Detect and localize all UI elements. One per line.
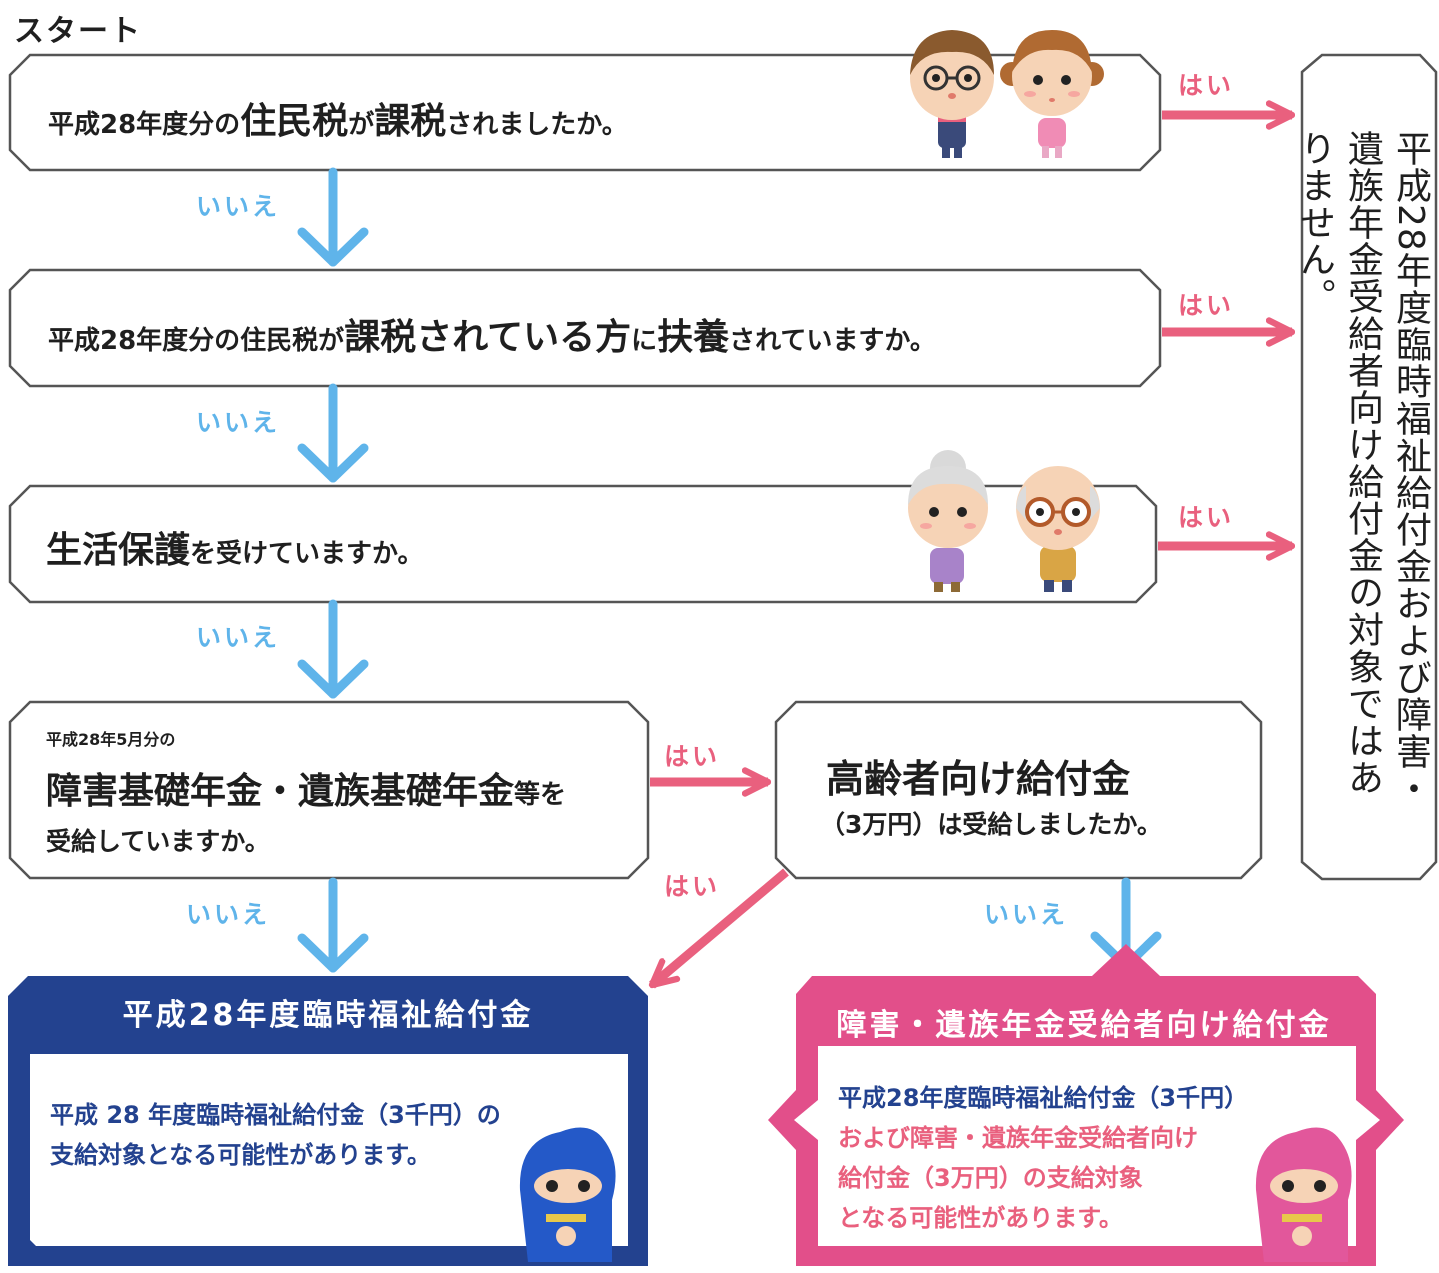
result-box-pink xyxy=(768,944,1404,1266)
q4-line3: 受給していますか。 xyxy=(46,827,270,856)
q4-line1: 平成28年5月分の xyxy=(46,730,176,749)
yes-label-1: はい xyxy=(1178,71,1235,100)
result-pink-title: 障害・遺族年金受給者向け給付金 xyxy=(836,1008,1332,1043)
ninja-blue-icon xyxy=(519,1127,616,1262)
q1-part-e: されましたか。 xyxy=(446,110,628,140)
q2-part-a: 平成28年度分の住民税が xyxy=(48,326,345,356)
result-pink-line3: 給付金（3万円）の支給対象 xyxy=(838,1164,1143,1192)
no-label-4: いいえ xyxy=(186,900,271,929)
q5-sub: （3万円）は受給しましたか。 xyxy=(820,810,1162,839)
question-1-text: 平成28年度分の住民税が課税されましたか。 xyxy=(48,92,628,144)
question-2-text: 平成28年度分の住民税が課税されている方に扶養されていますか。 xyxy=(48,308,936,360)
yes-arrow-5 xyxy=(652,868,789,989)
result-pink-body: 平成28年度臨時福祉給付金（3千円） および障害・遺族年金受給者向け 給付金（3… xyxy=(838,1078,1308,1238)
grandma-icon xyxy=(908,450,988,592)
question-4-text: 障害基礎年金・遺族基礎年金等を xyxy=(46,762,566,814)
q3-part-a: 生活保護 xyxy=(46,530,191,571)
q2-part-d: 扶養 xyxy=(657,317,730,358)
result-pink-line4: となる可能性があります。 xyxy=(838,1204,1123,1232)
q1-part-a: 平成28年度分の xyxy=(48,110,241,140)
q2-part-e: されていますか。 xyxy=(729,326,936,356)
no-label-1: いいえ xyxy=(196,192,281,221)
yes-label-3: はい xyxy=(1178,503,1235,532)
q1-part-d: 課税 xyxy=(374,101,447,142)
result-blue-line1: 平成 28 年度臨時福祉給付金（3千円）の xyxy=(50,1101,501,1129)
no-arrow-2 xyxy=(297,383,369,483)
not-eligible-text: 平成28年度臨時福祉給付金および障害・遺族年金受給者向け給付金の対象ではありませ… xyxy=(1294,130,1431,807)
boy-glasses-icon xyxy=(910,30,994,158)
no-label-2: いいえ xyxy=(196,408,281,437)
yes-label-4: はい xyxy=(664,742,721,771)
question-box-4 xyxy=(8,700,650,880)
question-box-5 xyxy=(774,700,1263,880)
q1-part-c: が xyxy=(348,110,375,140)
result-pink-line1: 平成28年度臨時福祉給付金（3千円） xyxy=(838,1084,1249,1112)
result-blue-body: 平成 28 年度臨時福祉給付金（3千円）の 支給対象となる可能性があります。 xyxy=(50,1095,590,1175)
result-pink-line2: および障害・遺族年金受給者向け xyxy=(838,1124,1198,1152)
yes-label-5: はい xyxy=(664,872,721,901)
q4-main: 障害基礎年金・遺族基礎年金 xyxy=(46,771,515,812)
no-label-3: いいえ xyxy=(196,623,281,652)
result-box-blue xyxy=(8,976,648,1266)
yes-label-2: はい xyxy=(1178,291,1235,320)
no-label-5: いいえ xyxy=(984,900,1069,929)
q4-suffix: 等を xyxy=(514,780,567,810)
ninja-pink-icon xyxy=(1255,1127,1352,1262)
no-arrow-1 xyxy=(297,167,369,267)
start-label: スタート xyxy=(14,14,142,49)
question-3-text: 生活保護を受けていますか。 xyxy=(46,521,424,573)
q1-part-b: 住民税 xyxy=(240,101,349,142)
question-box-3 xyxy=(8,484,1158,604)
q3-part-b: を受けていますか。 xyxy=(190,539,424,569)
no-arrow-4 xyxy=(297,877,369,973)
result-blue-line2: 支給対象となる可能性があります。 xyxy=(50,1141,431,1169)
result-blue-title: 平成28年度臨時福祉給付金 xyxy=(122,998,534,1033)
grandpa-icon xyxy=(1016,466,1100,592)
not-eligible-box xyxy=(1300,53,1438,881)
no-arrow-3 xyxy=(297,599,369,699)
q5-title: 高齢者向け給付金 xyxy=(826,757,1131,801)
question-box-1 xyxy=(8,53,1162,172)
q2-part-b: 課税されている方 xyxy=(344,317,632,358)
question-box-2 xyxy=(8,268,1162,388)
girl-icon xyxy=(1000,30,1104,158)
q2-part-c: に xyxy=(631,326,658,356)
